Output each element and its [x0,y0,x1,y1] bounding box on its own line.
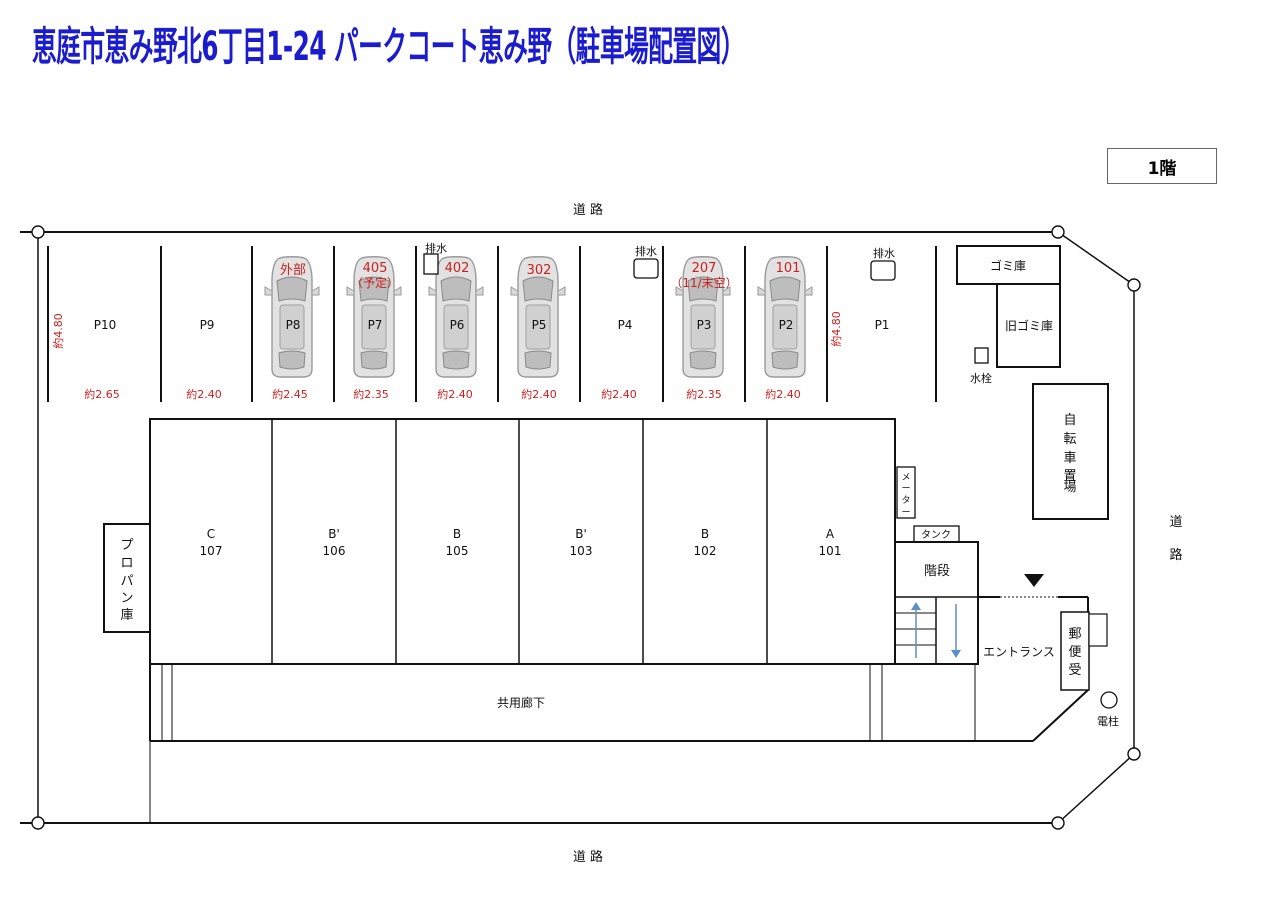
bicycle-char: 置 [1063,469,1076,484]
status-label: （予定） [351,275,399,290]
parking-space-p2: P2 [779,318,794,332]
status-label: 402 [445,261,470,276]
width-label: 約2.35 [686,387,722,401]
parking-space-p8: P8 [286,318,301,332]
width-label: 約2.65 [84,387,120,401]
unit-type: B [701,527,709,541]
parking-space-p5: P5 [532,318,547,332]
unit-room: 102 [694,544,717,558]
unit-type: C [207,527,215,541]
width-label: 約2.40 [186,387,222,401]
water-tap: 水栓 [970,347,992,385]
utility-pole-icon: 電柱 [1097,691,1119,728]
width-label: 約2.40 [437,387,473,401]
width-label: 約2.45 [272,387,308,401]
site-boundary [20,225,1141,830]
width-label: 約2.40 [521,387,557,401]
mailbox-char: 郵 [1068,627,1081,642]
status-label: 207 [692,261,717,276]
width-label: 約2.35 [353,387,389,401]
tank-label: タンク [921,529,951,541]
width-label: 約2.40 [601,387,637,401]
road-label-top: 道 路 [573,202,603,218]
entrance-marker-icon [1024,574,1044,587]
garbage-shed: ゴミ庫 [956,245,1061,285]
building [149,418,1033,823]
status-label: 302 [527,263,552,278]
status-label: 101 [776,261,801,276]
propane-char: プ [120,538,133,553]
up-arrow-icon [911,602,921,658]
propane-store: プ ロ パ ン 庫 [103,523,151,633]
mailbox: 郵 便 受 [1060,611,1108,691]
bicycle-char: 自 [1063,413,1076,428]
stairs: 階段 [894,541,979,665]
parking-space-p4: P4 [618,318,633,332]
tank: タンク [913,525,960,543]
parking-space-p6: P6 [450,318,465,332]
meter-char: ー [901,484,910,494]
width-label: 約2.40 [765,387,801,401]
unit-room: 103 [570,544,593,558]
drain-label: 排水 [425,241,447,255]
propane-char: ロ [120,556,133,571]
bicycle-char: 転 [1063,432,1076,447]
drain-c: 排水 [870,246,896,281]
parking-space-p9: P9 [200,318,215,332]
water-tap-label: 水栓 [970,371,992,385]
bicycle-parking: 自 転 車 置 場 [1032,383,1109,520]
parking-widths: 約2.65 約2.40 約2.45 約2.35 約2.40 約2.40 約2.4… [84,387,801,401]
road-label-right-1: 道 [1169,515,1182,530]
bicycle-char: 車 [1063,451,1076,466]
meter-char: ー [901,508,910,518]
unit-room: 107 [200,544,223,558]
entrance-label: エントランス [983,645,1055,659]
unit-room: 101 [819,544,842,558]
propane-char: 庫 [120,608,133,623]
bicycle-char: 場 [1063,480,1076,495]
drain-label: 排水 [873,246,895,260]
floor-badge: 1階 [1107,148,1217,184]
stairs-label: 階段 [924,564,950,579]
status-label: 外部 [280,263,306,278]
road-label-bottom: 道 路 [573,849,603,865]
drain-label: 排水 [635,244,657,258]
propane-char: ン [120,591,133,606]
down-arrow-icon [951,604,961,658]
drain-a: 排水 [423,241,447,275]
parking-dividers [47,246,937,402]
parking-space-p10: P10 [94,318,117,332]
status-label: （11/末空） [670,276,737,290]
depth-label-left: 約4.80 [51,313,65,349]
mailbox-char: 受 [1068,663,1081,678]
unit-type: B' [575,527,587,541]
unit-room: 106 [323,544,346,558]
propane-char: パ [120,574,133,589]
garbage-shed-label: ゴミ庫 [990,258,1026,273]
parking-space-p3: P3 [697,318,712,332]
utility-pole-label: 電柱 [1097,714,1119,728]
mailbox-char: 便 [1068,645,1081,660]
drain-b: 排水 [633,244,659,279]
unit-type: B' [328,527,340,541]
status-label: 405 [363,261,388,276]
unit-labels: C 107 B' 106 B 105 B' 103 B 102 A 101 [200,527,842,558]
meter-char: タ [901,495,910,506]
meter-box: メ ー タ ー [896,466,916,519]
parking-space-p1: P1 [875,318,890,332]
old-garbage-shed: 旧ゴミ庫 [996,283,1061,368]
parking-space-p7: P7 [368,318,383,332]
unit-room: 105 [446,544,469,558]
parking-names: P10 P9 P8 P7 P6 P5 P4 P3 P2 P1 [94,318,890,332]
parking-status: 外部 405 （予定） 402 302 207 （11/末空） 101 [280,261,800,290]
depth-label-right: 約4.80 [829,311,843,347]
unit-type: A [826,527,835,541]
unit-type: B [453,527,461,541]
corridor-label: 共用廊下 [497,695,545,710]
old-garbage-shed-label: 旧ゴミ庫 [1005,318,1053,333]
road-label-right-2: 路 [1169,547,1182,563]
page-title: 恵庭市恵み野北6丁目1-24 パークコート恵み野（駐車場配置図） [32,24,746,70]
meter-char: メ [901,473,910,483]
